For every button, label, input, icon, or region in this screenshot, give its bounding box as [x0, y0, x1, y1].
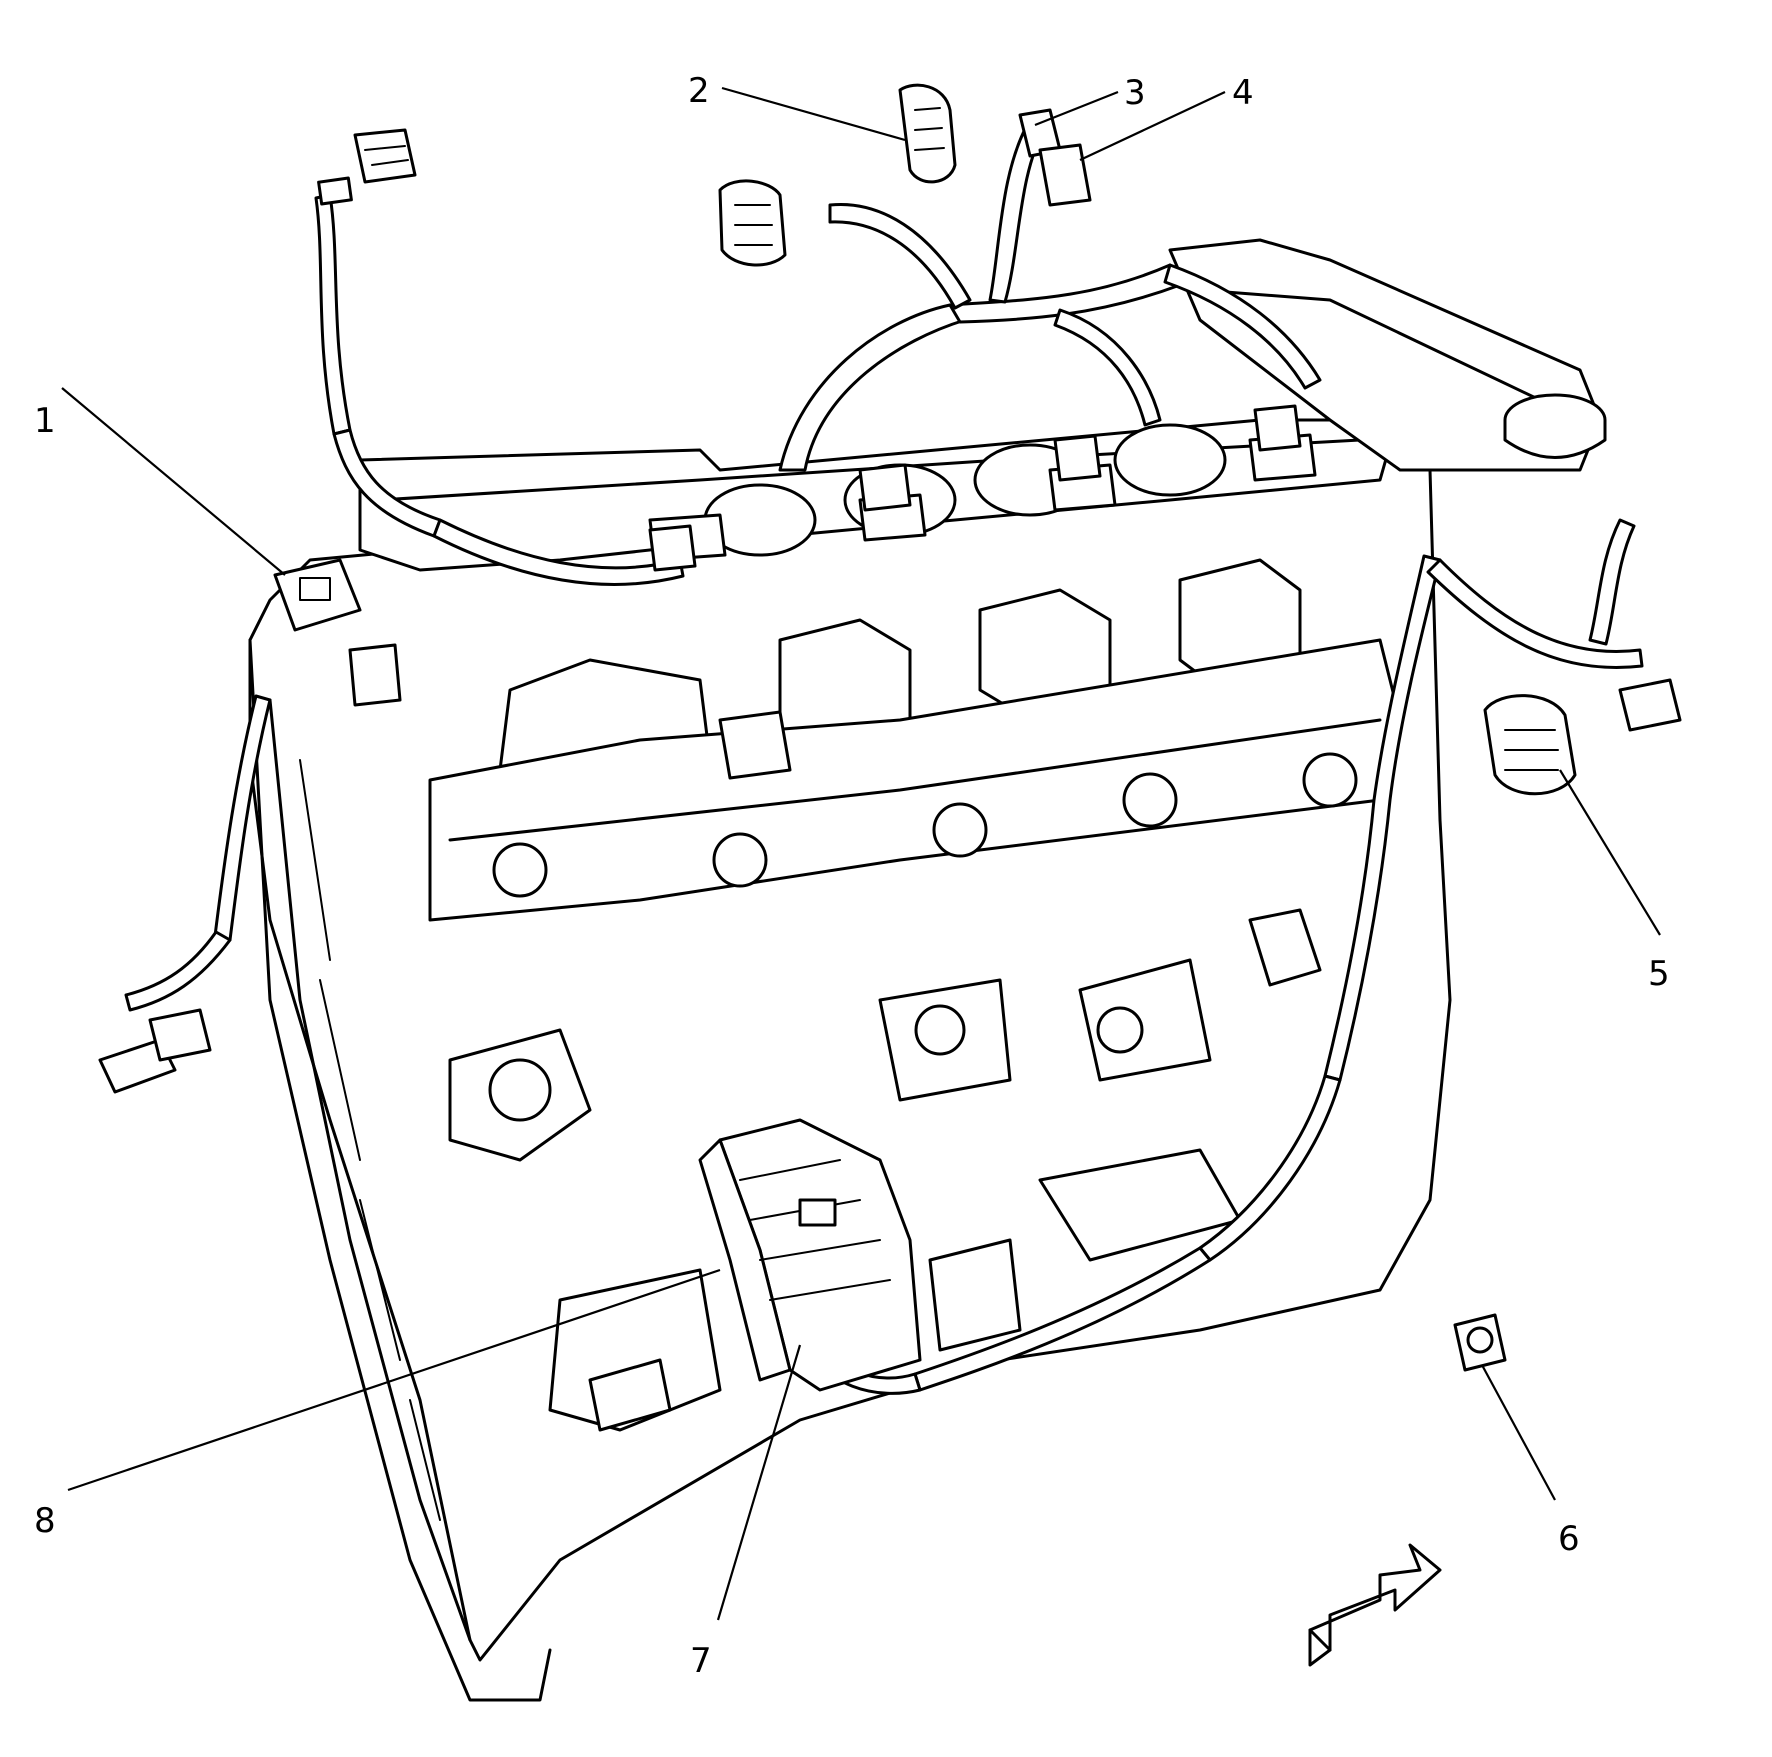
leader-4: [1079, 91, 1226, 161]
intake-runners: [428, 558, 1402, 1432]
leader-7: [716, 1344, 802, 1621]
callout-labels: 1 2 3 4 5 6 7 8: [34, 71, 1670, 1681]
leader-5: [1559, 769, 1661, 936]
callout-4: 4: [1232, 73, 1254, 113]
leader-8: [67, 1268, 721, 1492]
callout-1: 1: [34, 401, 56, 441]
callout-6: 6: [1558, 1519, 1580, 1559]
callout-8: 8: [34, 1501, 56, 1541]
callout-2: 2: [688, 71, 710, 111]
leader-2: [721, 86, 906, 142]
callout-5: 5: [1648, 954, 1670, 994]
direction-arrow-icon: [1308, 1543, 1442, 1667]
connectors: [98, 83, 1682, 1432]
callout-3: 3: [1124, 73, 1146, 113]
leader-3: [1034, 90, 1119, 127]
leader-1: [61, 387, 286, 576]
callout-7: 7: [690, 1641, 712, 1681]
engine-block: [248, 238, 1607, 1702]
leader-lines: [61, 86, 1661, 1621]
leader-6: [1481, 1364, 1556, 1501]
